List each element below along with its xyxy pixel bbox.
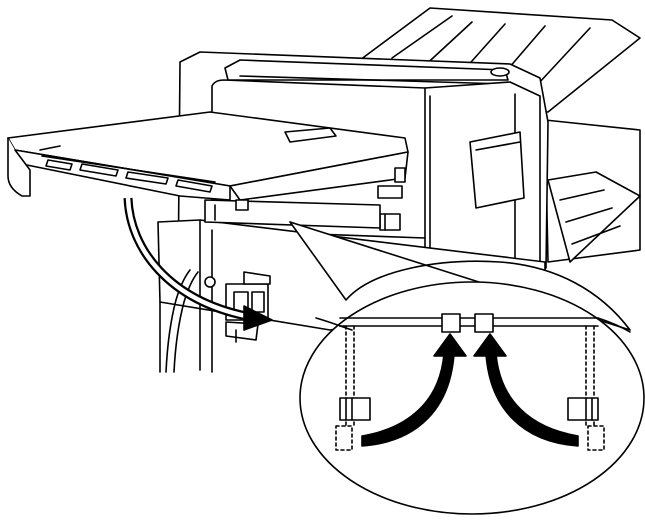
lock-tabs: [339, 313, 599, 421]
insert-arrows: [361, 333, 579, 447]
detail-magnifier-callout: [289, 221, 645, 515]
removal-arrow: [123, 197, 273, 331]
detached-tray-unit: [7, 111, 409, 211]
